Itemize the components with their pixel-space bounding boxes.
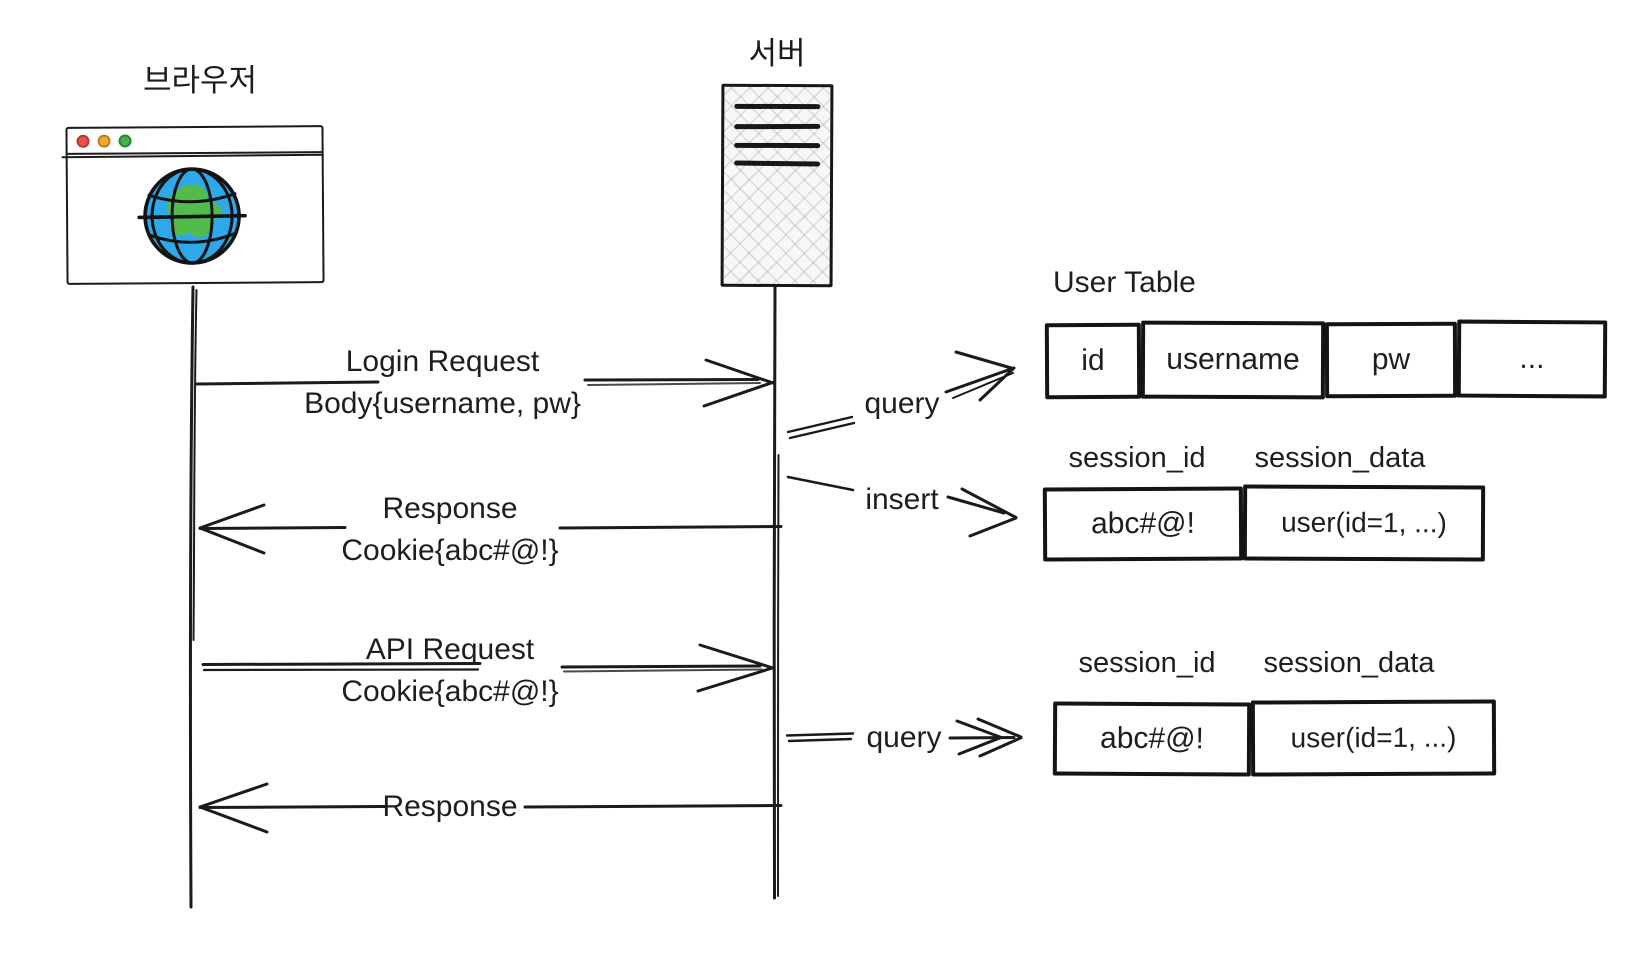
arrow-api-request	[201, 643, 776, 693]
session-table-2-header-session-id: session_id	[1078, 647, 1216, 679]
browser-label: 브라우저	[142, 63, 258, 98]
user-table-cell-pw: pw	[1324, 321, 1458, 399]
server-box	[720, 83, 834, 288]
message-login-request: Login Request Body{username, pw}	[250, 341, 635, 425]
message-api-request: API Request Cookie{abc#@!}	[255, 629, 645, 713]
browser-lifeline	[188, 285, 198, 909]
session-table-2-cell-session-id: abc#@!	[1052, 701, 1252, 777]
server-vent-line	[734, 160, 821, 166]
message-login-response: Response Cookie{abc#@!}	[255, 488, 645, 572]
traffic-light-red-icon	[76, 134, 90, 148]
arrow-api-response	[198, 782, 783, 834]
arrow-login-request	[195, 358, 776, 408]
browser-titlebar	[67, 127, 322, 155]
traffic-light-green-icon	[118, 134, 132, 148]
browser-window	[65, 125, 325, 285]
user-table-cell-more: ...	[1456, 319, 1608, 399]
message-line: Cookie{abc#@!}	[341, 675, 559, 708]
op-insert-session-table	[786, 475, 1018, 538]
session-table-1-header-session-id: session_id	[1068, 442, 1206, 474]
op-label-insert: insert	[865, 483, 939, 516]
message-line: Response	[382, 492, 518, 525]
message-line: Cookie{abc#@!}	[341, 534, 559, 567]
message-line: Response	[382, 790, 518, 823]
user-table-title: User Table	[1053, 266, 1196, 299]
message-line: Body{username, pw}	[304, 387, 581, 420]
server-vent-line	[734, 142, 821, 148]
op-query-session-table	[785, 717, 1023, 758]
session-table-2-header-session-data: session_data	[1263, 647, 1435, 679]
op-label-query-1: query	[864, 387, 940, 420]
message-line: API Request	[365, 633, 535, 666]
session-table-2-cell-session-data: user(id=1, ...)	[1250, 699, 1497, 777]
traffic-light-yellow-icon	[97, 134, 111, 148]
session-table-1-header-session-data: session_data	[1254, 442, 1426, 474]
user-table-cell-id: id	[1044, 322, 1142, 400]
op-query-user-table	[786, 350, 1016, 440]
server-vent-line	[734, 103, 821, 109]
user-table-cell-username: username	[1140, 320, 1326, 400]
server-lifeline	[772, 285, 780, 900]
session-table-1-cell-session-id: abc#@!	[1042, 486, 1244, 562]
message-line: Login Request	[345, 345, 540, 378]
globe-icon	[136, 159, 249, 272]
message-api-response: Response	[255, 786, 645, 828]
op-label-query-2: query	[866, 721, 942, 754]
server-vent-line	[734, 123, 821, 129]
server-label: 서버	[748, 36, 806, 71]
arrow-login-response	[198, 503, 783, 555]
session-table-1-cell-session-data: user(id=1, ...)	[1242, 484, 1486, 562]
